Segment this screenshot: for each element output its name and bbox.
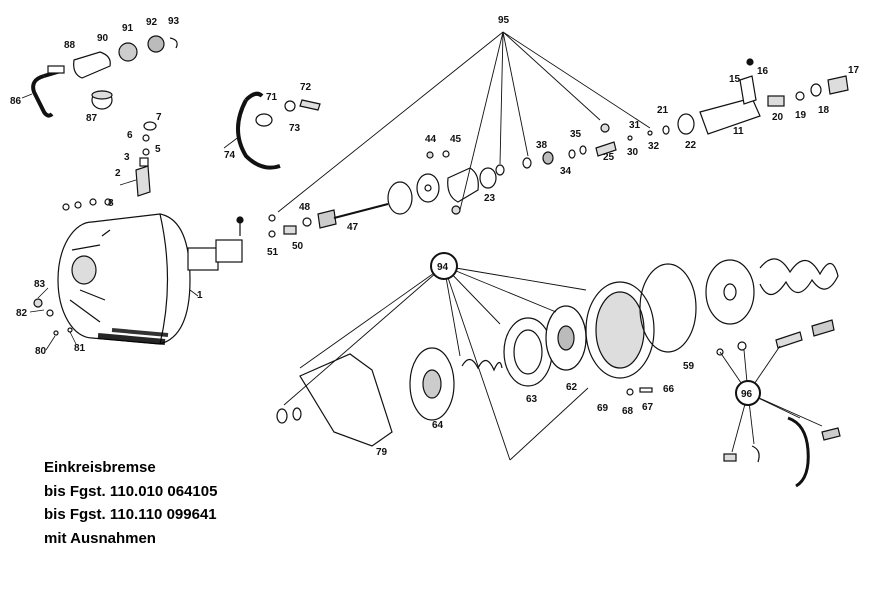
- diagram-caption: Einkreisbremse bis Fgst. 110.010 064105 …: [44, 456, 217, 550]
- part-label: 34: [560, 166, 572, 177]
- part-label: 64: [432, 420, 444, 431]
- part-label: 19: [795, 110, 807, 121]
- part-label: 18: [818, 105, 830, 116]
- part-label: 45: [450, 134, 462, 145]
- part-label: 1: [197, 290, 203, 301]
- part-label: 30: [627, 147, 639, 158]
- part-label: 88: [64, 40, 76, 51]
- part-label: 74: [224, 150, 236, 161]
- callout-94: 94: [430, 252, 458, 280]
- leader-lines-95: [277, 31, 651, 213]
- part-label: 5: [155, 144, 161, 155]
- part-label: 6: [127, 130, 133, 141]
- part-label: 81: [74, 343, 86, 354]
- part-label: 16: [757, 66, 769, 77]
- callout-95: 95: [498, 15, 510, 26]
- part-label: 87: [86, 113, 98, 124]
- upper-left-parts: [31, 35, 178, 336]
- brake-booster-body: [57, 213, 244, 345]
- callout-96: 96: [735, 380, 761, 406]
- ring-and-fittings-71-74: [236, 91, 321, 170]
- part-label: 66: [663, 384, 675, 395]
- part-label: 86: [10, 96, 22, 107]
- part-label: 8: [108, 198, 114, 209]
- part-label: 7: [156, 112, 162, 123]
- part-label: 93: [168, 16, 180, 27]
- part-label: 51: [267, 247, 279, 258]
- part-label: 3: [124, 152, 130, 163]
- part-label: 44: [425, 134, 437, 145]
- diaphragm-group: [276, 258, 841, 488]
- part-label: 47: [347, 222, 359, 233]
- svg-text:94: 94: [437, 262, 449, 273]
- part-label: 15: [729, 74, 741, 85]
- caption-line: mit Ausnahmen: [44, 529, 156, 547]
- part-label: 91: [122, 23, 134, 34]
- part-number-labels: 1 2 3 5 6 7 8 11 15 16 17 18 19 20 21 22…: [10, 16, 860, 458]
- leader-lines-94: [283, 265, 589, 461]
- part-label: 20: [772, 112, 784, 123]
- part-label: 59: [683, 361, 695, 372]
- part-label: 21: [657, 105, 669, 116]
- part-label: 73: [289, 123, 301, 134]
- valve-assembly-row: [268, 123, 670, 238]
- part-label: 2: [115, 168, 121, 179]
- part-label: 92: [146, 17, 158, 28]
- part-label: 68: [622, 406, 634, 417]
- part-label: 17: [848, 65, 860, 76]
- caption-line: Einkreisbremse: [44, 459, 156, 476]
- part-label: 82: [16, 308, 28, 319]
- part-label: 32: [648, 141, 660, 152]
- part-label: 11: [733, 126, 744, 137]
- part-label: 72: [300, 82, 312, 93]
- part-label: 48: [299, 202, 311, 213]
- part-label: 50: [292, 241, 304, 252]
- part-label: 67: [642, 402, 654, 413]
- part-label: 80: [35, 346, 47, 357]
- part-label: 63: [526, 394, 538, 405]
- part-label: 90: [97, 33, 109, 44]
- part-label: 22: [685, 140, 697, 151]
- svg-text:95: 95: [498, 15, 510, 26]
- caption-line: bis Fgst. 110.010 064105: [44, 482, 218, 500]
- part-label: 69: [597, 403, 609, 414]
- part-label: 25: [603, 152, 615, 163]
- part-label: 35: [570, 129, 582, 140]
- part-label: 83: [34, 279, 46, 290]
- part-label: 38: [536, 140, 548, 151]
- part-label: 71: [266, 92, 278, 103]
- svg-text:96: 96: [741, 389, 753, 400]
- part-label: 62: [566, 382, 578, 393]
- part-label: 79: [376, 447, 388, 458]
- part-leader-ticks: [21, 93, 241, 351]
- caption-line: bis Fgst. 110.110 099641: [44, 506, 217, 523]
- part-label: 23: [484, 193, 496, 204]
- upper-right-assembly: [677, 58, 849, 135]
- part-label: 31: [629, 120, 641, 131]
